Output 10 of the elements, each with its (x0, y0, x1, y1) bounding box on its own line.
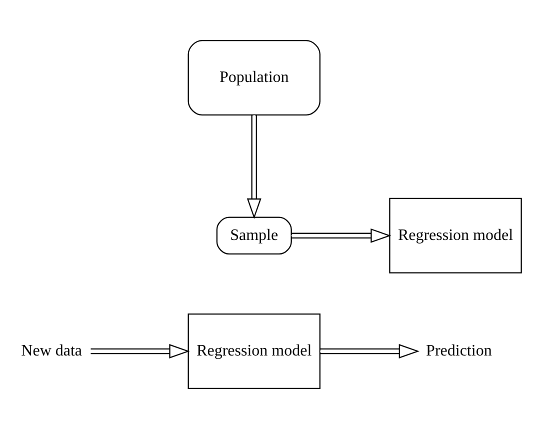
node-box: Population (188, 40, 320, 116)
node-box: Sample (216, 216, 292, 255)
arrow (246, 115, 262, 220)
node-box: Regression model (188, 313, 320, 389)
node-text: Prediction (426, 342, 492, 360)
arrow (320, 344, 420, 358)
arrow (292, 228, 392, 243)
node-text: New data (21, 342, 82, 360)
node-box: Regression model (389, 198, 522, 274)
arrow (90, 344, 190, 358)
